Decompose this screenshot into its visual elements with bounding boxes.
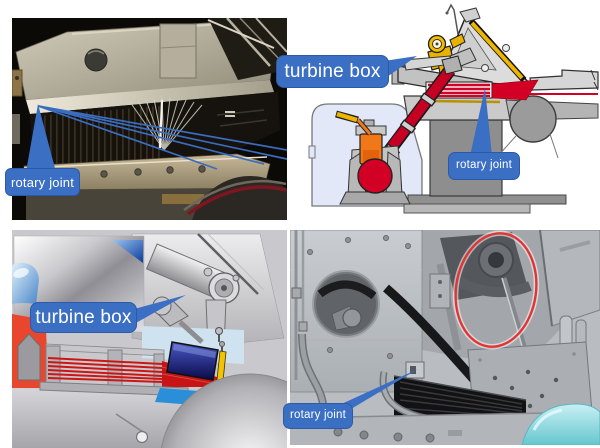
cutaway-panel-turbine-box bbox=[12, 230, 287, 448]
antenna-wire bbox=[445, 3, 459, 35]
large-roller-disc bbox=[160, 373, 287, 448]
blue-corner-triangle bbox=[112, 240, 143, 263]
left-blue-component bbox=[12, 262, 39, 304]
circular-opening bbox=[312, 270, 380, 338]
foil-strip bbox=[26, 80, 274, 114]
callout-label-rotary-joint-schematic: rotary joint bbox=[448, 152, 520, 180]
machine-schematic bbox=[308, 3, 599, 214]
lower-right-roller bbox=[183, 176, 287, 220]
red-threads bbox=[47, 357, 163, 383]
weaving-shed-area bbox=[30, 92, 280, 168]
callout-label-rotary-joint-photo: rotary joint bbox=[5, 168, 80, 196]
black-cable-hose bbox=[383, 284, 480, 385]
callout-label-rotary-joint-render: rotary joint bbox=[283, 403, 353, 429]
right-frame-bar bbox=[529, 69, 599, 91]
highlight-ellipse bbox=[452, 230, 540, 350]
pointer-fan-lines bbox=[37, 105, 287, 170]
left-edge-fittings bbox=[12, 69, 23, 144]
teal-machine-cover bbox=[521, 403, 600, 445]
machine-render bbox=[290, 230, 600, 445]
turbine-box-housing-navy bbox=[166, 327, 227, 382]
rotary-joint-bracket bbox=[405, 361, 425, 379]
render-panel-machine-frame bbox=[290, 230, 600, 445]
callout-label-turbine-box-schematic: turbine box bbox=[276, 55, 389, 88]
machine-interior-photo bbox=[12, 18, 287, 220]
photo-panel-machine-interior bbox=[12, 18, 287, 220]
schematic-panel-side-view bbox=[300, 0, 600, 220]
diagonal-dark-slats bbox=[207, 18, 287, 80]
drive-assembly bbox=[335, 110, 411, 205]
top-machinery-recess bbox=[422, 230, 600, 358]
cutaway-illustration bbox=[12, 230, 287, 448]
callout-label-turbine-box-cutaway: turbine box bbox=[30, 302, 137, 333]
